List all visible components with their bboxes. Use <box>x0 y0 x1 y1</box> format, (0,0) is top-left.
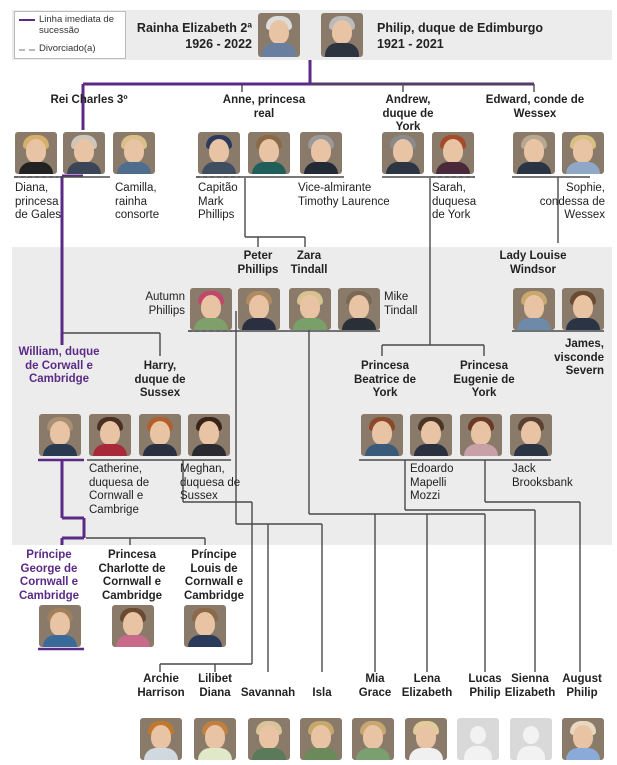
legend-succession-swatch <box>19 19 35 21</box>
photo-louis <box>184 605 226 647</box>
photo-philip <box>321 13 363 57</box>
photo-james <box>562 288 604 330</box>
photo-elizabeth <box>258 13 300 57</box>
name-lena: Lena Elizabeth <box>401 673 453 699</box>
name-harry: Harry, duque de Sussex <box>134 360 186 399</box>
photo-zara <box>289 288 331 330</box>
name-sienna: Sienna Elizabeth <box>504 673 556 699</box>
name-charles: Rei Charles 3º <box>50 94 128 106</box>
photo-edoardo <box>410 414 452 456</box>
name-savannah: Savannah <box>240 687 296 699</box>
photo-sarah <box>432 132 474 174</box>
photo-edward <box>513 132 555 174</box>
photo-mark-phillips <box>198 132 240 174</box>
name-mia: Mia Grace <box>358 673 392 699</box>
photo-sophie <box>562 132 604 174</box>
name-louise: Lady Louise Windsor <box>499 250 567 276</box>
name-lucas: Lucas Philip <box>468 673 502 699</box>
name-laurence: Vice-almirante Timothy Laurence <box>298 182 390 208</box>
photo-william <box>39 414 81 456</box>
name-sophie: Sophie, condessa de Wessex <box>539 182 605 221</box>
name-zara: Zara Tindall <box>290 250 328 276</box>
photo-louise <box>513 288 555 330</box>
photo-sienna-placeholder <box>510 718 552 760</box>
name-eugenie: Princesa Eugenie de York <box>453 360 515 399</box>
legend-divorced-swatch <box>19 49 35 51</box>
name-mike: Mike Tindall <box>384 291 418 317</box>
name-lilibet: Lilibet Diana <box>198 673 232 699</box>
photo-harry <box>139 414 181 456</box>
photo-lilibet <box>194 718 236 760</box>
legend-divorced-label: Divorciado(a) <box>39 43 96 54</box>
name-august: August Philip <box>562 673 602 699</box>
photo-charlotte <box>112 605 154 647</box>
photo-archie <box>140 718 182 760</box>
photo-eugenie <box>460 414 502 456</box>
photo-camilla <box>113 132 155 174</box>
name-edoardo: Edoardo Mapelli Mozzi <box>410 463 454 502</box>
photo-diana <box>15 132 57 174</box>
name-anne: Anne, princesa real <box>222 94 306 120</box>
photo-lucas-placeholder <box>457 718 499 760</box>
name-charlotte: Princesa Charlotte de Cornwall e Cambrid… <box>98 549 166 602</box>
legend-succession-label: Linha imediata de sucessão <box>39 14 114 36</box>
name-james: James, visconde Severn <box>554 338 604 377</box>
elizabeth-years: 1926 - 2022 <box>185 37 252 51</box>
photo-august <box>562 718 604 760</box>
name-mark-phillips: Capitão Mark Phillips <box>198 182 238 221</box>
name-camilla: Camilla, rainha consorte <box>115 182 160 221</box>
photo-mia <box>352 718 394 760</box>
name-archie: Archie Harrison <box>137 673 185 699</box>
photo-andrew <box>382 132 424 174</box>
photo-mike <box>338 288 380 330</box>
name-william: William, duque de Corwall e Cambridge <box>18 346 100 385</box>
name-isla: Isla <box>312 687 332 699</box>
photo-meghan <box>188 414 230 456</box>
photo-isla <box>300 718 342 760</box>
name-george: Príncipe George de Cornwall e Cambridge <box>18 549 80 602</box>
photo-catherine <box>89 414 131 456</box>
name-beatrice: Princesa Beatrice de York <box>354 360 417 399</box>
name-diana: Diana, princesa de Gales <box>15 182 62 221</box>
photo-george <box>39 605 81 647</box>
legend: Linha imediata de sucessão Divorciado(a) <box>14 11 126 59</box>
photo-anne <box>248 132 290 174</box>
name-meghan: Meghan, duquesa de Sussex <box>180 463 241 502</box>
photo-peter <box>238 288 280 330</box>
photo-jack <box>510 414 552 456</box>
name-catherine: Catherine, duquesa de Cornwall e Cambrig… <box>89 463 150 516</box>
name-sarah: Sarah, duquesa de York <box>432 182 477 221</box>
photo-charles <box>63 132 105 174</box>
name-edward: Edward, conde de Wessex <box>485 94 585 120</box>
name-andrew: Andrew, duque de York <box>382 94 434 133</box>
philip-name: Philip, duque de Edimburgo <box>377 21 543 35</box>
name-jack: Jack Brooksbank <box>512 463 573 489</box>
elizabeth-name: Rainha Elizabeth 2ª <box>136 21 252 35</box>
philip-years: 1921 - 2021 <box>377 37 444 51</box>
name-peter: Peter Phillips <box>237 250 279 276</box>
name-louis: Príncipe Louis de Cornwall e Cambridge <box>183 549 245 602</box>
photo-savannah <box>248 718 290 760</box>
photo-laurence <box>300 132 342 174</box>
photo-lena <box>405 718 447 760</box>
photo-autumn <box>190 288 232 330</box>
name-autumn: Autumn Phillips <box>145 291 185 317</box>
photo-beatrice <box>361 414 403 456</box>
